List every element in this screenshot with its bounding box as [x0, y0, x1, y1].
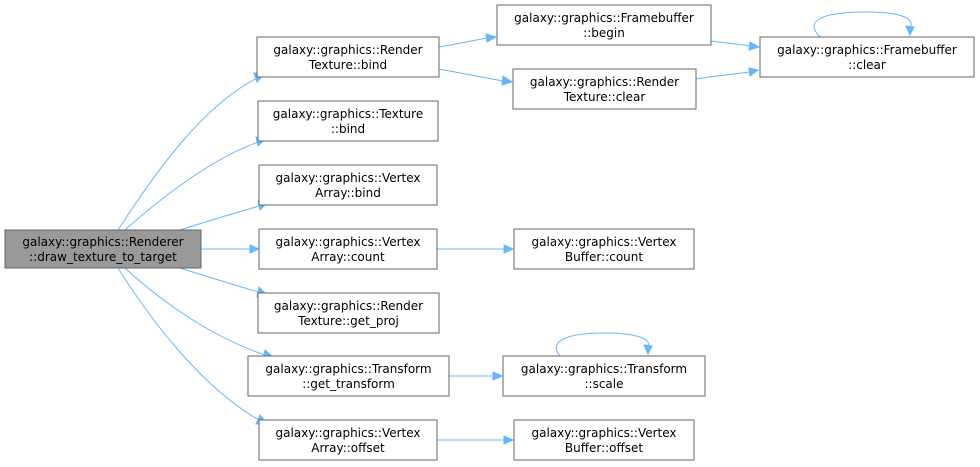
edge-line: [438, 68, 504, 82]
edge-arrowhead: [748, 41, 761, 51]
edge-line: [710, 40, 751, 47]
node-label-line2: ::scale: [584, 377, 623, 391]
node-label-line1: galaxy::graphics::Vertex: [531, 426, 676, 440]
edge-arrowhead: [501, 75, 514, 86]
node-box: [759, 36, 975, 78]
node-label-line2: ::get_transform: [302, 377, 395, 391]
node-box: [258, 228, 438, 270]
node-label-line2: Buffer::offset: [565, 441, 644, 455]
edge-fb-begin-to-fb-clear: [710, 40, 761, 51]
edge-line: [124, 141, 259, 231]
node-tr-scale[interactable]: galaxy::graphics::Transform::scale: [502, 355, 706, 397]
edge-rt-clear-to-fb-clear: [695, 67, 760, 80]
node-box: [258, 419, 438, 461]
edge-line: [117, 267, 260, 421]
node-label-line2: ::draw_texture_to_target: [29, 250, 177, 264]
edge-line: [555, 332, 650, 357]
node-label-line2: Texture::clear: [563, 90, 646, 104]
edge-arrowhead: [748, 67, 760, 77]
node-label-line2: Buffer::count: [565, 250, 643, 264]
node-box: [502, 355, 706, 397]
node-label-line2: Array::offset: [311, 441, 385, 455]
node-label-line1: galaxy::graphics::Vertex: [275, 171, 420, 185]
edge-tr-scale-to-tr-scale: [555, 332, 653, 357]
edge-line: [117, 77, 258, 231]
edge-line: [695, 71, 751, 80]
node-label-line1: galaxy::graphics::Render: [530, 75, 679, 89]
edge-arrowhead: [492, 371, 504, 381]
node-box: [513, 228, 695, 270]
node-label-line2: Texture::bind: [308, 58, 387, 72]
edge-line: [813, 11, 912, 38]
node-label-line1: galaxy::graphics::Renderer: [22, 235, 183, 249]
edge-rt-bind-to-rt-clear: [438, 68, 514, 86]
node-label-line1: galaxy::graphics::Framebuffer: [514, 11, 694, 25]
edge-va-offset-to-vb-offset: [437, 435, 515, 445]
node-box: [256, 36, 440, 78]
edge-line: [179, 267, 259, 293]
node-label-line2: ::begin: [583, 26, 625, 40]
edge-line: [124, 267, 266, 356]
node-rt-getproj[interactable]: galaxy::graphics::RenderTexture::get_pro…: [257, 292, 440, 334]
node-label-line2: Array::bind: [315, 186, 381, 200]
node-box: [4, 229, 202, 269]
edge-renderer-draw-to-va-offset: [117, 267, 269, 425]
node-fb-clear[interactable]: galaxy::graphics::Framebuffer::clear: [759, 36, 975, 78]
edge-arrowhead: [905, 25, 915, 37]
node-box: [257, 292, 440, 334]
edge-tr-gettransform-to-tr-scale: [449, 371, 504, 381]
edge-rt-bind-to-fb-begin: [438, 33, 498, 48]
node-label-line2: ::bind: [331, 122, 365, 136]
node-renderer-draw[interactable]: galaxy::graphics::Renderer::draw_texture…: [4, 229, 202, 269]
node-box: [258, 164, 438, 206]
edge-arrowhead: [485, 33, 498, 43]
edge-arrowhead: [249, 244, 261, 254]
node-box: [496, 4, 712, 46]
edge-line: [438, 37, 488, 48]
node-label-line1: galaxy::graphics::Transform: [265, 362, 431, 376]
node-label-line1: galaxy::graphics::Texture: [273, 107, 423, 121]
edge-arrowhead: [643, 344, 653, 356]
edge-renderer-draw-to-rt-getproj: [179, 267, 269, 298]
edge-renderer-draw-to-va-count: [201, 244, 261, 254]
node-label-line2: ::clear: [848, 58, 886, 72]
node-box: [512, 68, 697, 110]
node-label-line1: galaxy::graphics::Vertex: [531, 235, 676, 249]
node-label-line1: galaxy::graphics::Vertex: [275, 235, 420, 249]
node-box: [247, 355, 450, 397]
node-label-line2: Texture::get_proj: [297, 314, 399, 328]
node-label-line1: galaxy::graphics::Render: [274, 299, 423, 313]
edge-arrowhead: [503, 244, 515, 254]
node-label-line1: galaxy::graphics::Transform: [521, 362, 687, 376]
node-tr-gettransform[interactable]: galaxy::graphics::Transform::get_transfo…: [247, 355, 450, 397]
edge-arrowhead: [503, 435, 515, 445]
node-label-line2: Array::count: [311, 250, 385, 264]
node-fb-begin[interactable]: galaxy::graphics::Framebuffer::begin: [496, 4, 712, 46]
edge-va-count-to-vb-count: [437, 244, 515, 254]
node-box: [257, 100, 439, 142]
call-graph-nodes: galaxy::graphics::Renderer::draw_texture…: [4, 4, 975, 461]
node-label-line1: galaxy::graphics::Render: [273, 43, 422, 57]
edge-renderer-draw-to-va-bind: [179, 200, 268, 231]
edge-renderer-draw-to-tr-gettransform: [124, 267, 275, 361]
edge-fb-clear-to-fb-clear: [813, 11, 915, 38]
edge-renderer-draw-to-rt-bind: [117, 72, 266, 231]
edge-renderer-draw-to-tex-bind: [124, 136, 266, 231]
node-label-line1: galaxy::graphics::Framebuffer: [777, 43, 957, 57]
node-box: [513, 419, 695, 461]
edge-line: [179, 205, 260, 231]
node-label-line1: galaxy::graphics::Vertex: [275, 426, 420, 440]
node-tex-bind[interactable]: galaxy::graphics::Texture::bind: [257, 100, 439, 142]
